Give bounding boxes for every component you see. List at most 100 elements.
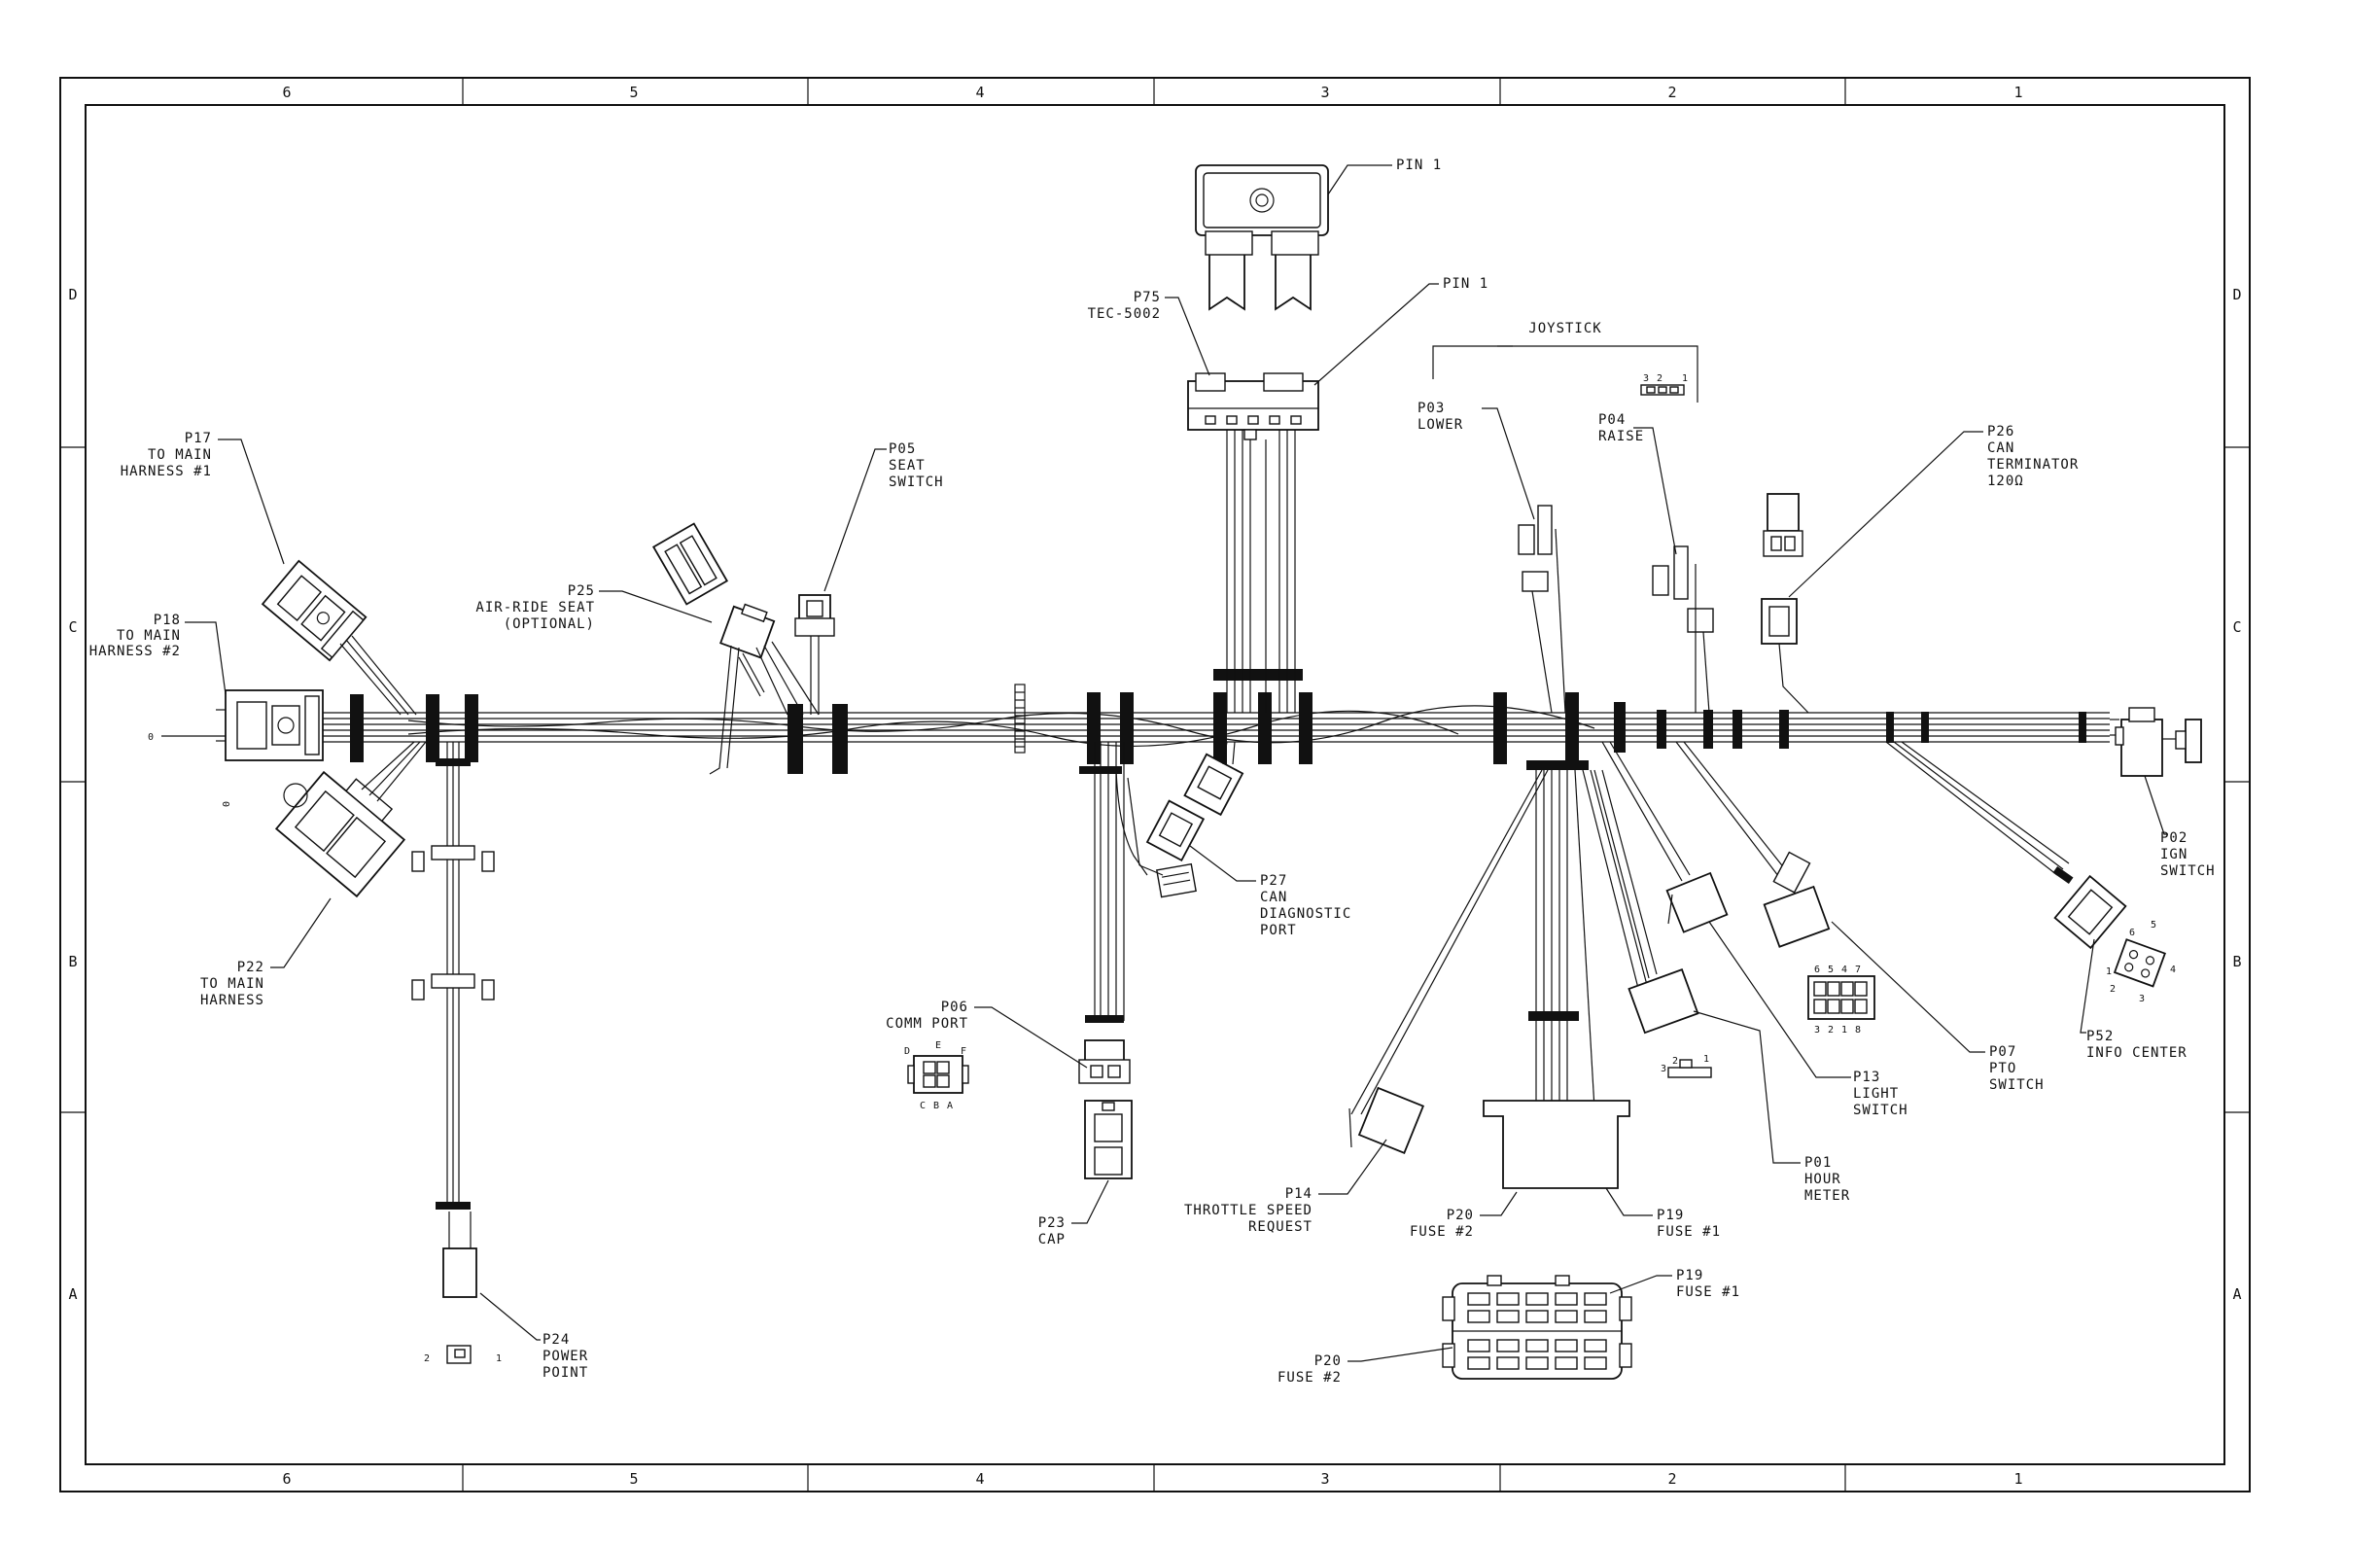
p20-label-line2: FUSE #2 bbox=[1410, 1224, 1474, 1240]
p07-label-ref: P07 bbox=[1989, 1044, 2016, 1060]
p01-label-line3: METER bbox=[1804, 1188, 1850, 1204]
zone-bottom-5: 5 bbox=[629, 1470, 638, 1488]
p13-label-line3: SWITCH bbox=[1853, 1103, 1908, 1118]
connector-p05: P05 SEAT SWITCH bbox=[794, 441, 944, 715]
connector-p27: P27 CAN DIAGNOSTIC PORT bbox=[1127, 741, 1350, 938]
p19-label-ref: P19 bbox=[1657, 1208, 1684, 1223]
p52-pin-2: 2 bbox=[2110, 984, 2116, 995]
p24-label-line2: POWER bbox=[542, 1349, 588, 1364]
p05-label-ref: P05 bbox=[889, 441, 916, 457]
connector-p26: P26 CAN TERMINATOR 120Ω bbox=[1761, 424, 2079, 714]
main-harness-trunk bbox=[321, 669, 2119, 774]
zone-left-B: B bbox=[68, 953, 77, 970]
p13-pin-2: 2 bbox=[1828, 1025, 1834, 1036]
joystick-pin-1: 1 bbox=[1682, 373, 1688, 384]
p75-pin1-label: PIN 1 bbox=[1396, 158, 1442, 173]
zone-top-4: 4 bbox=[975, 84, 984, 101]
p27-label-line2: CAN bbox=[1260, 890, 1287, 905]
p20b-label-line2: FUSE #2 bbox=[1278, 1370, 1342, 1386]
p13-label-ref: P13 bbox=[1853, 1070, 1880, 1085]
zone-bottom-3: 3 bbox=[1320, 1470, 1329, 1488]
p02-label-ref: P02 bbox=[2160, 830, 2188, 846]
p24-label-ref: P24 bbox=[542, 1332, 570, 1348]
p25-label-ref: P25 bbox=[568, 583, 595, 599]
connector-p17: P17 TO MAIN HARNESS #1 bbox=[121, 431, 417, 716]
p25-label-line3: (OPTIONAL) bbox=[504, 616, 595, 632]
joystick-pin-2: 2 bbox=[1657, 373, 1662, 384]
p14-label-line2: THROTTLE SPEED bbox=[1184, 1203, 1312, 1218]
zone-top-5: 5 bbox=[629, 84, 638, 101]
p19b-label-ref: P19 bbox=[1676, 1268, 1703, 1283]
p52-label-line2: INFO CENTER bbox=[2086, 1045, 2188, 1061]
p75-label-line2: TEC-5002 bbox=[1088, 306, 1161, 322]
connector-p13: P13 LIGHT SWITCH bbox=[1601, 741, 1908, 1118]
p03-label-line2: LOWER bbox=[1418, 417, 1463, 433]
p13-pin-8: 8 bbox=[1855, 1025, 1861, 1036]
p22-label-line3: HARNESS bbox=[200, 993, 264, 1008]
p52-pin-6: 6 bbox=[2129, 928, 2135, 938]
zone-right-B: B bbox=[2232, 953, 2241, 970]
p05-label-line3: SWITCH bbox=[889, 474, 944, 490]
p52-pin-1: 1 bbox=[2106, 966, 2112, 977]
p07-label-line2: PTO bbox=[1989, 1061, 2016, 1076]
p24-label-line3: POINT bbox=[542, 1365, 588, 1381]
p22-label-ref: P22 bbox=[237, 960, 264, 975]
p18-pin-0b: 0 bbox=[222, 801, 232, 807]
zone-top-1: 1 bbox=[2013, 84, 2022, 101]
p05-label-line2: SEAT bbox=[889, 458, 926, 474]
connector-p75: PIN 1 PIN 1 P75 TEC-5002 bbox=[1088, 158, 1488, 713]
p52-pin-3: 3 bbox=[2139, 994, 2145, 1004]
p01-label-ref: P01 bbox=[1804, 1155, 1832, 1171]
zone-right-C: C bbox=[2232, 618, 2241, 636]
p20-label-ref: P20 bbox=[1447, 1208, 1474, 1223]
joystick-pin-3: 3 bbox=[1643, 373, 1649, 384]
zone-top-2: 2 bbox=[1667, 84, 1676, 101]
p26-label-line3: TERMINATOR bbox=[1987, 457, 2079, 473]
p52-pin-5: 5 bbox=[2151, 920, 2156, 931]
p24-pin-1: 1 bbox=[496, 1353, 502, 1364]
p24-pin-2: 2 bbox=[424, 1353, 430, 1364]
p52-pin-4: 4 bbox=[2170, 965, 2176, 975]
p14-label-line3: REQUEST bbox=[1248, 1219, 1312, 1235]
p17-label-line2: TO MAIN bbox=[148, 447, 212, 463]
connector-p52: 1 2 3 4 5 6 P52 INFO CENTER bbox=[1885, 741, 2188, 1061]
zone-bottom-2: 2 bbox=[1667, 1470, 1676, 1488]
p22-label-line2: TO MAIN bbox=[200, 976, 264, 992]
p13-pin-5: 5 bbox=[1828, 965, 1834, 975]
p25-label-line2: AIR-RIDE SEAT bbox=[475, 600, 595, 615]
zone-left-A: A bbox=[68, 1285, 77, 1303]
p20b-label-ref: P20 bbox=[1314, 1353, 1342, 1369]
p06-label-ref: P06 bbox=[941, 1000, 968, 1015]
p06-pin-D: D bbox=[904, 1046, 910, 1057]
p23-label-ref: P23 bbox=[1038, 1215, 1066, 1231]
p01-pin-1: 1 bbox=[1703, 1054, 1709, 1065]
zone-bottom-1: 1 bbox=[2013, 1470, 2022, 1488]
branch-fuse-block: P14 THROTTLE SPEED REQUEST P20 FUSE #2 P… bbox=[1184, 769, 1740, 1386]
p07-label-line3: SWITCH bbox=[1989, 1077, 2045, 1093]
p13-pin-4: 4 bbox=[1841, 965, 1847, 975]
zone-bottom-6: 6 bbox=[282, 1470, 291, 1488]
drawing-frame: 6 5 4 3 2 1 6 5 4 3 2 1 D C B A D C B A bbox=[59, 77, 2251, 1492]
p27-label-line4: PORT bbox=[1260, 923, 1297, 938]
zone-top-3: 3 bbox=[1320, 84, 1329, 101]
p23-label-line2: CAP bbox=[1038, 1232, 1066, 1247]
joystick-label: JOYSTICK bbox=[1528, 321, 1601, 336]
p52-label-ref: P52 bbox=[2086, 1029, 2114, 1044]
branch-p06-p23: P06 COMM PORT P23 CAP D E F C B A bbox=[886, 742, 1148, 1247]
joystick-group: JOYSTICK 3 2 1 P03 LOWER P04 RAISE bbox=[1418, 321, 1714, 714]
p06-pin-F: F bbox=[961, 1046, 966, 1057]
p02-label-line3: SWITCH bbox=[2160, 863, 2216, 879]
p13-pin-6: 6 bbox=[1814, 965, 1820, 975]
p06-pin-C: C bbox=[920, 1101, 926, 1111]
zone-left-D: D bbox=[68, 286, 77, 303]
p18-label-line3: HARNESS #2 bbox=[89, 644, 181, 659]
p06-pin-B: B bbox=[933, 1101, 939, 1111]
p19-label-line2: FUSE #1 bbox=[1657, 1224, 1721, 1240]
connector-p18: 0 0 P18 TO MAIN HARNESS #2 bbox=[89, 613, 324, 807]
p13-pin-1: 1 bbox=[1841, 1025, 1847, 1036]
p17-label-ref: P17 bbox=[185, 431, 212, 446]
p19b-label-line2: FUSE #1 bbox=[1676, 1284, 1740, 1300]
p13-pin-7: 7 bbox=[1855, 965, 1861, 975]
p75-label-ref: P75 bbox=[1134, 290, 1161, 305]
